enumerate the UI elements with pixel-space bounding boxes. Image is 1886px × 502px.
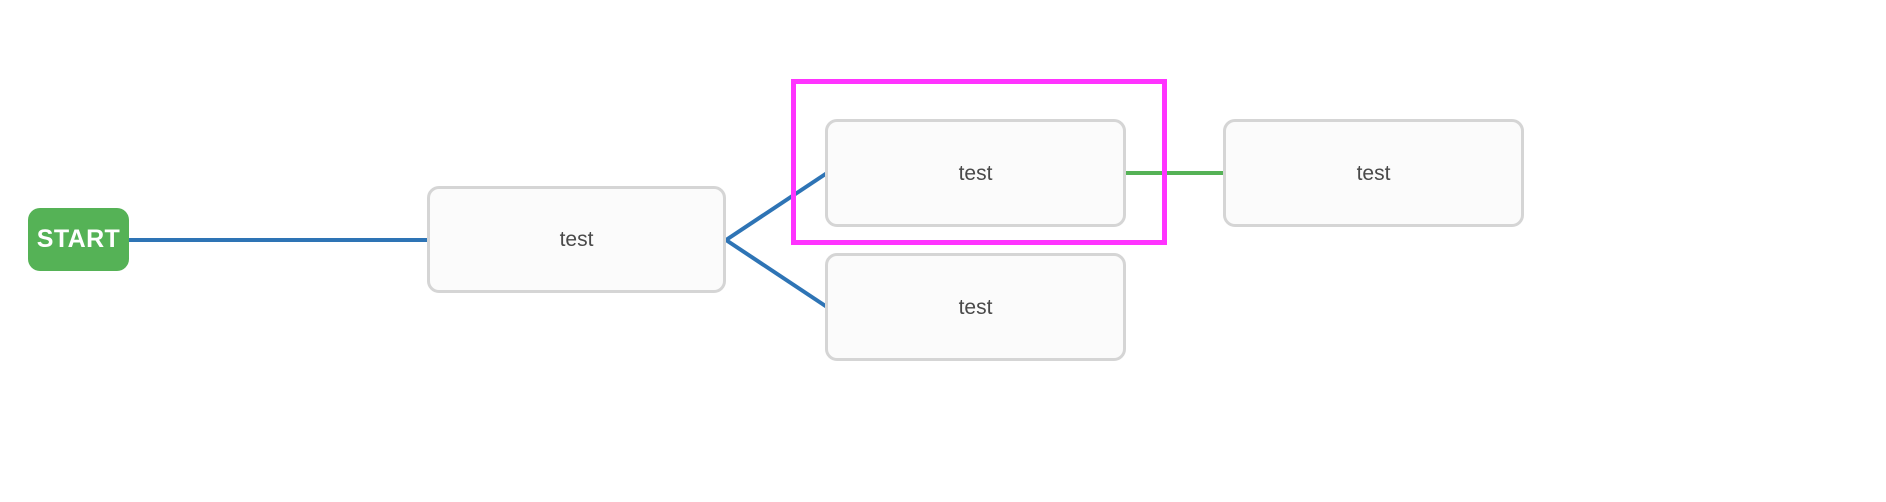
node-task-2-label: test bbox=[958, 161, 993, 185]
node-task-4-label: test bbox=[1356, 161, 1391, 185]
edge-task1-to-task3[interactable] bbox=[724, 238, 829, 309]
node-start-label: START bbox=[36, 225, 121, 253]
edge-task1-to-task2[interactable] bbox=[724, 171, 829, 242]
node-task-3-label: test bbox=[958, 295, 993, 319]
node-task-2[interactable]: test bbox=[825, 119, 1126, 227]
node-task-3[interactable]: test bbox=[825, 253, 1126, 361]
node-task-4[interactable]: test bbox=[1223, 119, 1524, 227]
node-start[interactable]: START bbox=[28, 208, 129, 271]
node-task-1[interactable]: test bbox=[427, 186, 726, 293]
node-task-1-label: test bbox=[559, 228, 594, 251]
